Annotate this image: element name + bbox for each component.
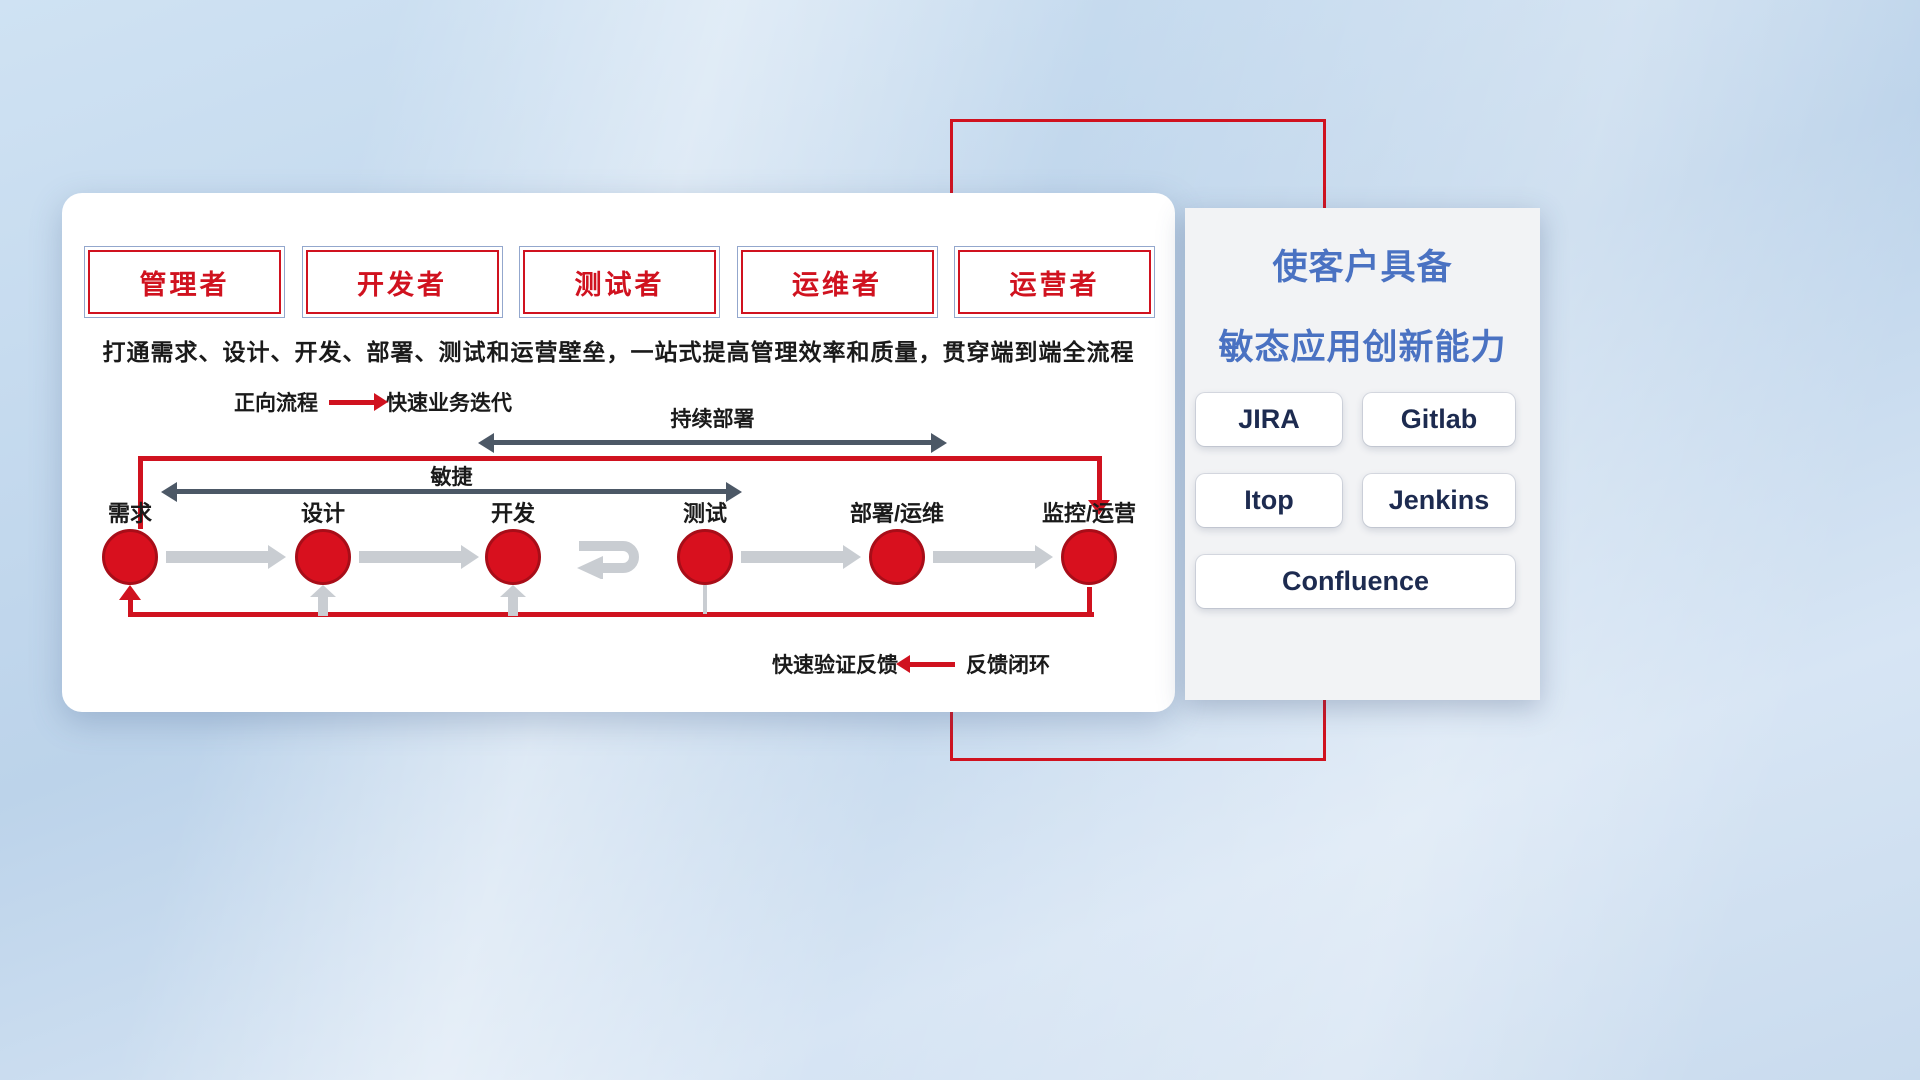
agile-double-arrow-icon (173, 489, 730, 494)
role-box: 运营者 (954, 246, 1155, 318)
forward-flow-legend: 正向流程 快速业务迭代 (234, 387, 512, 417)
agile-label: 敏捷 (430, 466, 473, 489)
stage-node (677, 529, 733, 585)
loop-line-top (138, 456, 1100, 461)
flow-arrow-icon (166, 545, 286, 569)
benefits-panel: 使客户具备 敏态应用创新能力 JIRA Gitlab Itop Jenkins … (1185, 208, 1540, 700)
panel-title-line2: 敏态应用创新能力 (1218, 328, 1507, 367)
stage-label: 开发 (490, 501, 535, 526)
flow-arrow-icon (741, 545, 861, 569)
tool-chip-jenkins: Jenkins (1363, 474, 1515, 527)
continuous-deployment-double-arrow-icon (490, 440, 935, 445)
forward-legend-value: 快速业务迭代 (386, 392, 512, 415)
flow-arrow-icon (359, 545, 479, 569)
feedback-legend-label: 快速验证反馈 (772, 654, 898, 677)
loop-arrowhead-up-icon (119, 585, 141, 600)
iteration-loop-icon (577, 541, 639, 579)
stage-node (295, 529, 351, 585)
stage-label: 部署/运维 (849, 501, 945, 526)
tool-chip-itop: Itop (1196, 474, 1342, 527)
loop-line-left-stub (128, 599, 133, 615)
continuous-deployment-label: 持续部署 (670, 408, 755, 431)
flow-arrow-icon (933, 545, 1053, 569)
loop-line-left (138, 456, 143, 529)
stage-node (485, 529, 541, 585)
stage-node (102, 529, 158, 585)
stage-label: 设计 (300, 501, 345, 526)
loop-line-right-top (1097, 456, 1102, 501)
loop-line-bottom (128, 612, 1094, 617)
role-box: 运维者 (736, 246, 938, 318)
forward-legend-label: 正向流程 (234, 392, 318, 415)
role-box: 测试者 (519, 246, 720, 318)
tool-chip-jira: JIRA (1196, 393, 1342, 446)
feedback-arrow-icon (909, 661, 955, 667)
loop-arrowhead-down-icon (1088, 500, 1110, 515)
loop-line-right-bottom (1087, 587, 1092, 615)
feedback-up-arrow-icon (500, 585, 526, 616)
forward-arrow-icon (329, 399, 375, 405)
role-box: 开发者 (301, 246, 503, 318)
workflow-card: 管理者 开发者 测试者 运维者 运营者 打通需求、设计、开发、部署、测试和运营壁… (62, 193, 1175, 712)
feedback-legend-value: 反馈闭环 (966, 654, 1050, 677)
tool-chip-confluence: Confluence (1196, 555, 1515, 608)
stage-node (1061, 529, 1117, 585)
test-feedback-connector (703, 585, 707, 614)
role-box: 管理者 (84, 246, 285, 318)
stage-label: 监控/运营 (1041, 501, 1137, 526)
panel-title-line1: 使客户具备 (1272, 248, 1453, 287)
workflow-subtitle: 打通需求、设计、开发、部署、测试和运营壁垒，一站式提高管理效率和质量，贯穿端到端… (102, 339, 1135, 365)
stage-label: 需求 (107, 501, 152, 526)
feedback-up-arrow-icon (310, 585, 336, 616)
roles-row: 管理者 开发者 测试者 运维者 运营者 (84, 246, 1155, 318)
feedback-legend: 快速验证反馈 反馈闭环 (772, 649, 1050, 679)
stage-label: 测试 (682, 501, 727, 526)
stage-node (869, 529, 925, 585)
tool-chip-gitlab: Gitlab (1363, 393, 1515, 446)
